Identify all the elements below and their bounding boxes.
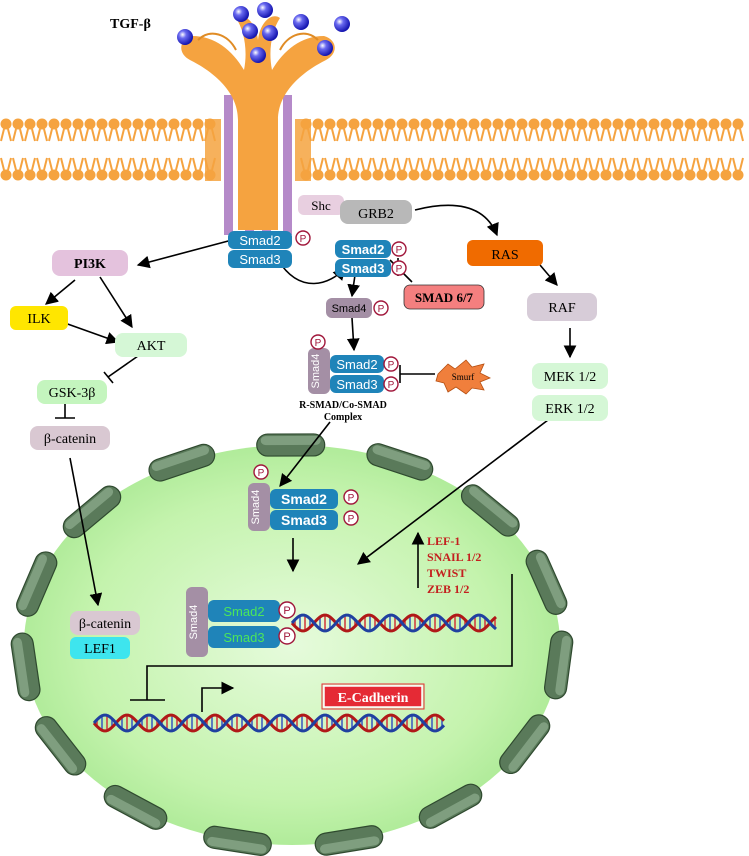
- target-genes-list: LEF-1 SNAIL 1/2 TWIST ZEB 1/2: [427, 534, 481, 596]
- target-gene-lef1: LEF-1: [427, 534, 460, 548]
- cyto-smad2-label: Smad2: [342, 242, 385, 257]
- svg-text:P: P: [388, 380, 395, 391]
- shc-label: Shc: [311, 198, 331, 213]
- dna-smad4-label: Smad4: [188, 605, 200, 640]
- adaptor-proteins: Shc GRB2: [298, 195, 412, 224]
- complex-smad2-label: Smad2: [336, 357, 377, 372]
- cyto-smad4-label: Smad4: [332, 303, 367, 315]
- svg-text:P: P: [283, 605, 290, 617]
- pi3k-branch: PI3K ILK AKT GSK-3β β-catenin: [10, 250, 187, 450]
- nuclear-envelope: [10, 433, 574, 856]
- tgf-beta-ligands: [177, 2, 350, 63]
- svg-text:P: P: [283, 631, 290, 643]
- phospho-icon: [295, 230, 311, 246]
- dna-bound-smad-complex: Smad4 Smad2 Smad3 P P: [186, 587, 296, 657]
- target-gene-zeb: ZEB 1/2: [427, 582, 469, 596]
- target-gene-twist: TWIST: [427, 566, 466, 580]
- svg-text:P: P: [258, 468, 265, 479]
- svg-text:P: P: [315, 338, 322, 349]
- receptor-smad3-label: Smad3: [239, 252, 280, 267]
- ilk-label: ILK: [27, 312, 50, 327]
- cyto-smad3-label: Smad3: [342, 261, 385, 276]
- svg-text:P: P: [378, 304, 385, 315]
- svg-text:P: P: [348, 493, 355, 504]
- dna-smad3-label: Smad3: [223, 630, 264, 645]
- ecadherin-label: E-Cadherin: [338, 691, 409, 706]
- nucleus: [10, 433, 574, 856]
- svg-text:P: P: [396, 245, 403, 256]
- beta-catenin-cyto-label: β-catenin: [44, 432, 96, 447]
- mapk-branch: RAS RAF MEK 1/2 ERK 1/2: [467, 240, 608, 421]
- receptor-smad-complex: Smad2 Smad3 P: [228, 230, 311, 268]
- dna-smad2-label: Smad2: [223, 604, 264, 619]
- complex-smad4-label: Smad4: [310, 354, 322, 389]
- cytoplasmic-smads: Smad2 Smad3 P P SMAD 6/7 Smad4 P Smad4 P…: [299, 240, 491, 423]
- nuclear-smad4-label: Smad4: [250, 490, 262, 525]
- erk-label: ERK 1/2: [545, 402, 594, 417]
- nuclear-catenin-lef1: β-catenin LEF1: [70, 611, 140, 659]
- nuclear-smad2-label: Smad2: [281, 491, 327, 507]
- svg-text:P: P: [388, 360, 395, 371]
- ecadherin-box: E-Cadherin: [321, 683, 425, 710]
- smurf-label: Smurf: [452, 372, 475, 382]
- raf-label: RAF: [548, 301, 575, 316]
- gsk3b-label: GSK-3β: [49, 386, 96, 401]
- dna-helix-ecadherin: [92, 713, 446, 733]
- complex-label-line2: Complex: [324, 412, 362, 423]
- beta-catenin-nuclear-label: β-catenin: [79, 617, 131, 632]
- svg-text:P: P: [348, 514, 355, 525]
- smurf-icon: [435, 359, 491, 395]
- dna-helix-smad-target: [290, 613, 497, 633]
- ligand-label: TGF-β: [110, 17, 151, 32]
- mek-label: MEK 1/2: [544, 370, 597, 385]
- nuclear-smad-complex: Smad4 P Smad2 Smad3 P P: [248, 464, 359, 531]
- nuclear-smad3-label: Smad3: [281, 512, 327, 528]
- lef1-label: LEF1: [84, 642, 116, 657]
- grb2-label: GRB2: [358, 207, 394, 222]
- svg-text:P: P: [396, 264, 403, 275]
- cell-membrane: [0, 118, 744, 181]
- smad67-label: SMAD 6/7: [415, 290, 474, 305]
- complex-smad3-label: Smad3: [336, 377, 377, 392]
- target-gene-snail: SNAIL 1/2: [427, 550, 481, 564]
- akt-label: AKT: [137, 339, 166, 354]
- phospho-label: P: [300, 234, 307, 245]
- complex-label-line1: R-SMAD/Co-SMAD: [299, 400, 387, 411]
- tgf-beta-receptor: [181, 16, 335, 235]
- ras-label: RAS: [491, 248, 518, 263]
- pi3k-label: PI3K: [74, 257, 106, 272]
- receptor-smad2-label: Smad2: [239, 233, 280, 248]
